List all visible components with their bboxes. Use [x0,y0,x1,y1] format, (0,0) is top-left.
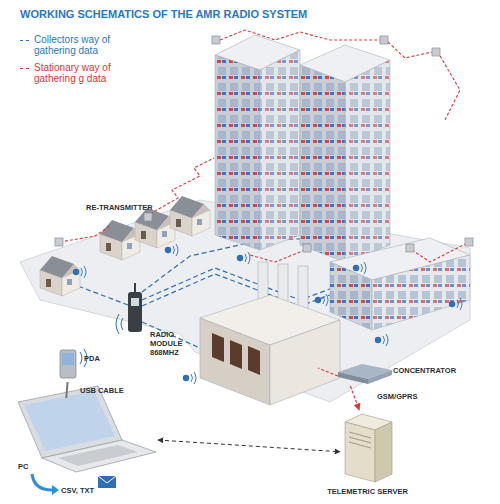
gsm-link [350,386,359,410]
tower-block [215,35,300,250]
antenna [134,283,136,292]
stationary-route [150,158,214,214]
device-label: RADIO MODULE 868MHZ [150,330,202,357]
module-body [128,292,142,332]
re-transmitter [144,213,152,221]
node-label: TELEMETRIC SERVER [320,487,415,496]
tower-windows [300,65,345,262]
laptop-keyboard [58,445,138,466]
stationary-route [60,226,110,242]
export-arrow [32,474,52,490]
house [135,208,175,248]
server-side [375,422,392,482]
tower-windows [260,50,300,250]
stationary-route [220,30,380,40]
re-transmitter [465,238,473,246]
re-transmitter [380,36,388,44]
tower-windows [345,60,390,262]
envelope [98,476,116,488]
pda-body [60,350,76,378]
meter [315,294,328,306]
meter [449,298,462,310]
stationary-route [318,368,338,376]
legend-line-sample [20,68,29,69]
re-transmitter [55,238,63,246]
re-transmitter-set [55,36,473,252]
pc-node: PC [10,398,158,482]
factory-wall [200,318,270,405]
factory-door [212,333,224,362]
tower-face [300,65,345,262]
meter [183,372,196,384]
laptop-screen [24,391,115,451]
module-screen [131,298,139,306]
tower-windows [215,55,260,250]
node-label: PC [18,462,28,471]
re-transmitter [212,36,220,44]
pda-screen [62,353,74,365]
device-label: RE-TRANSMITTER [86,203,153,212]
export-arrow-head [52,485,59,495]
tower-block [300,45,390,262]
pda [60,349,87,378]
diagram-title: WORKING SCHEMATICS OF THE AMR RADIO SYST… [20,8,307,21]
legend-text: Stationary way of gathering g data [34,62,126,84]
usb-cable [66,382,67,398]
factory-door [248,346,260,375]
data-link [158,440,340,452]
legend-line-sample [20,40,29,41]
meter [375,334,388,346]
meter [237,252,250,264]
concentrator-side [368,370,392,384]
block-windows [372,255,470,330]
server-front [345,422,375,482]
concentrator-side [338,372,368,384]
apartment-block [330,238,470,330]
meter [165,244,178,256]
node-label: CONCENTRATOR [393,366,456,375]
file-format-label: CSV, TXT [61,486,94,495]
tower-face [260,50,300,250]
concentrator-node: CONCENTRATOR [336,362,456,386]
envelope-icon [98,476,116,488]
stationary-route [388,42,432,58]
house [170,196,210,236]
house [40,256,80,296]
factory-door [230,340,242,369]
server-slot [349,432,371,448]
stationary-route [440,56,460,120]
re-transmitter [432,48,440,56]
meter [353,262,366,274]
envelope-flap [98,476,116,483]
server [345,414,392,482]
tower-face [345,60,390,262]
concentrator [338,364,392,384]
edge-label: GSM/GPRS [377,392,417,401]
stationary-route [412,244,465,262]
re-transmitter [303,244,311,252]
house [100,220,140,260]
node-label: PDA [84,354,100,363]
stationary-route [250,250,305,262]
stationary-route [60,30,465,376]
laptop [18,386,156,472]
laptop-base [42,440,156,472]
pda-node: PDA [58,346,106,382]
edge-label: USB CABLE [80,386,124,395]
re-transmitter [406,244,414,252]
meter [73,266,86,278]
factory [200,262,340,405]
radio-wave [116,314,123,334]
block-face [372,255,470,330]
server-node: TELEMETRIC SERVER [340,410,395,486]
legend-text: Collectors way of gathering data [34,34,126,56]
factory-wall [270,320,340,405]
radio-module [116,283,142,334]
tower-face [215,55,260,250]
